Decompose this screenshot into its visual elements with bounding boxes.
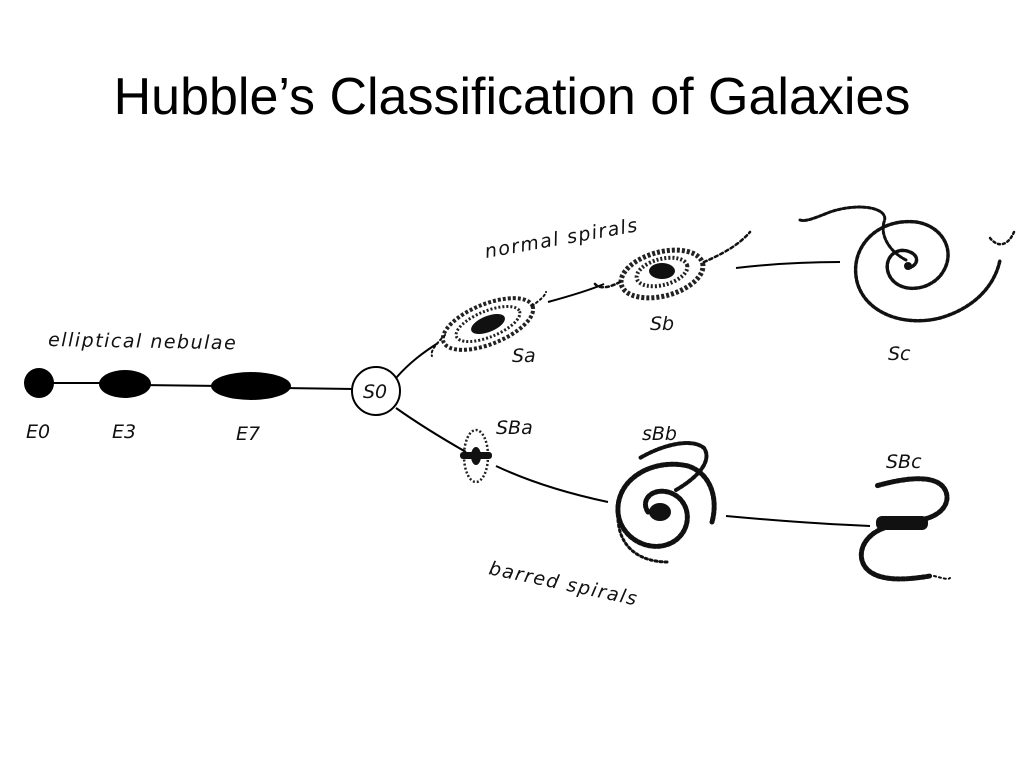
label-sc: Sc [888,343,911,365]
slide-title: Hubble’s Classification of Galaxies [113,68,911,126]
galaxy-e7 [211,372,291,400]
label-barred-spirals: barred spirals [487,557,640,610]
galaxy-sb [592,230,752,301]
galaxy-sc [798,205,1016,323]
galaxy-sbb [615,441,717,564]
connector-e7-s0 [281,387,355,390]
galaxy-sbc [859,476,951,582]
label-e7: E7 [236,423,260,445]
galaxy-e0 [24,368,54,398]
connector-sa-sb [547,283,605,303]
label-sbc: SBc [886,451,922,473]
label-elliptical-nebulae: elliptical nebulae [48,329,238,354]
label-s0: S0 [363,381,387,403]
connector-s0-sba [395,407,467,453]
label-sba: SBa [496,417,533,439]
label-e3: E3 [112,421,136,443]
connector-sbb-sbc [725,515,871,527]
connector-s0-sa [395,342,439,379]
label-e0: E0 [26,421,50,443]
label-sbb: sBb [642,423,677,445]
galaxy-sba [460,428,492,484]
label-sb: Sb [650,313,674,335]
galaxy-s0 [351,366,401,416]
label-sa: Sa [512,345,536,367]
connector-sb-sc [735,261,841,269]
galaxy-e3 [99,370,151,398]
connector-e3-e7 [139,384,223,387]
label-normal-spirals: normal spirals [483,214,640,263]
connector-sba-sbb [495,465,609,503]
